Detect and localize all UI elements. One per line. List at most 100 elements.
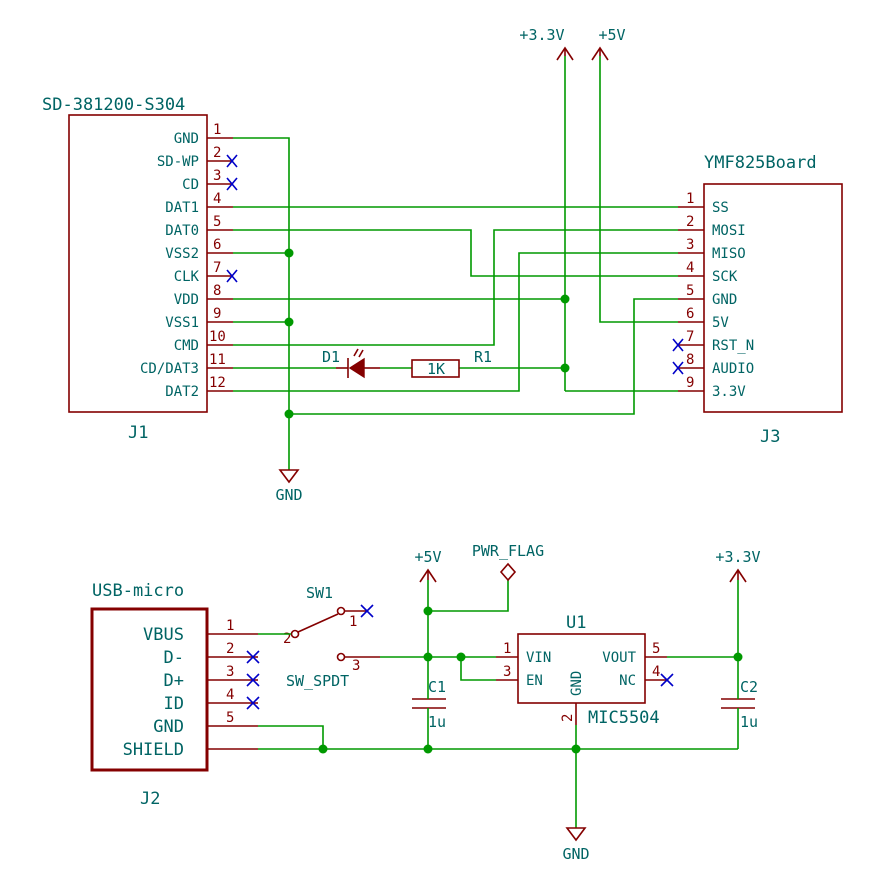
pwr-5v-top-label: +5V — [598, 26, 625, 44]
pwr-flag: PWR_FLAG — [472, 542, 544, 582]
j1-pin-name: DAT2 — [165, 384, 199, 400]
j2-pin-number: 2 — [226, 641, 234, 657]
j3-pin-number: 5 — [686, 283, 694, 299]
j1-pin-number: 12 — [209, 375, 226, 391]
component-sw1[interactable]: 2 1 3 SW1 SW_SPDT — [283, 584, 380, 690]
gnd-symbol-top: GND — [275, 469, 303, 504]
u1-pins — [496, 656, 667, 725]
j2-pin-name: VBUS — [143, 625, 184, 645]
u1-pin-name: EN — [526, 673, 543, 689]
j1-pin-name: GND — [174, 131, 199, 147]
sw1-value: SW_SPDT — [286, 672, 349, 690]
j1-pin-number: 1 — [213, 122, 221, 138]
power-3v3-bottom: +3.3V — [715, 548, 761, 583]
j1-pin-number: 6 — [213, 237, 221, 253]
j3-pin-name: AUDIO — [712, 361, 754, 377]
u1-pin-number: 1 — [503, 641, 511, 657]
sw1-ref: SW1 — [306, 584, 333, 602]
no-connect-icon — [660, 673, 674, 687]
u1-pin-number: 3 — [503, 664, 511, 680]
r1-value: 1K — [427, 360, 445, 378]
gnd-top-label: GND — [275, 486, 302, 504]
component-c2[interactable]: C2 1u — [721, 678, 758, 731]
component-j1[interactable]: SD-381200-S304 J1 GND SD-WP CD DAT1 DAT0… — [42, 95, 238, 443]
u1-pin-number: 5 — [652, 641, 660, 657]
j2-pin-name: D+ — [164, 671, 184, 691]
j1-pin-number: 9 — [213, 306, 221, 322]
led-icon — [348, 357, 365, 379]
j1-pin-name: CD — [182, 177, 199, 193]
j3-pin-number: 1 — [686, 191, 694, 207]
sw1-lever — [297, 613, 339, 633]
pwr-5v-bottom-label: +5V — [414, 548, 441, 566]
wires-top — [233, 56, 678, 470]
j3-body — [703, 183, 843, 413]
u1-pin-name: NC — [619, 673, 636, 689]
wires-bottom — [258, 580, 739, 828]
u1-value: MIC5504 — [588, 708, 660, 728]
u1-pin-number: 4 — [652, 664, 660, 680]
component-u1[interactable]: U1 MIC5504 VIN EN VOUT NC GND 1 3 5 4 2 — [496, 613, 674, 728]
d1-ref: D1 — [322, 348, 340, 366]
component-j3[interactable]: YMF825Board J3 SS MOSI MISO SCK GND 5V R… — [672, 153, 843, 447]
j3-pin-number: 2 — [686, 214, 694, 230]
j2-pin-number: 1 — [226, 618, 234, 634]
j1-pin-number: 8 — [213, 283, 221, 299]
c2-ref: C2 — [740, 678, 758, 696]
component-j2[interactable]: USB-micro J2 VBUS D- D+ ID GND SHIELD 1 … — [90, 581, 260, 809]
j3-pin-number: 7 — [686, 329, 694, 345]
gnd-symbol-bottom: GND — [562, 827, 590, 863]
j1-pin-number: 11 — [209, 352, 226, 368]
j1-pin-name: DAT0 — [165, 223, 199, 239]
j3-pin-number: 3 — [686, 237, 694, 253]
sw1-pin-number: 3 — [352, 658, 360, 674]
pwr-flag-label: PWR_FLAG — [472, 542, 544, 560]
no-connect-icon — [226, 154, 238, 283]
sw1-contact — [336, 606, 346, 616]
j1-value: SD-381200-S304 — [42, 95, 185, 115]
j2-value: USB-micro — [92, 581, 184, 601]
component-c1[interactable]: C1 1u — [412, 678, 446, 731]
power-5v-top: +5V — [591, 26, 626, 61]
c1-ref: C1 — [428, 678, 446, 696]
j2-pin-number: 5 — [226, 710, 234, 726]
j1-pin-name: CLK — [174, 269, 200, 285]
j1-pin-number: 10 — [209, 329, 226, 345]
j3-pin-number: 6 — [686, 306, 694, 322]
no-connect-icon — [360, 604, 374, 618]
no-connect-icon — [246, 650, 260, 710]
j3-pin-name: SS — [712, 200, 729, 216]
j1-ref: J1 — [128, 423, 148, 443]
power-3v3-top: +3.3V — [519, 26, 574, 61]
c2-value: 1u — [740, 713, 758, 731]
component-r1[interactable]: 1K R1 — [411, 348, 492, 378]
pwr-3v3-bottom-label: +3.3V — [715, 548, 760, 566]
gnd-bottom-label: GND — [562, 845, 589, 863]
j3-pin-number: 8 — [686, 352, 694, 368]
j1-pin-number: 3 — [213, 168, 221, 184]
no-connect-icon — [672, 338, 684, 375]
j1-pin-number: 7 — [213, 260, 221, 276]
sw1-pin-number: 2 — [283, 631, 291, 647]
pwr-3v3-top-label: +3.3V — [519, 26, 564, 44]
j3-pin-name: RST_N — [712, 338, 754, 354]
j3-pin-number: 9 — [686, 375, 694, 391]
sw1-pin-number: 1 — [349, 614, 357, 630]
j1-pins — [207, 137, 233, 392]
j3-pin-name: 5V — [712, 315, 729, 331]
j1-pin-name: SD-WP — [157, 154, 199, 170]
sw1-contact — [336, 652, 346, 662]
j1-pin-number: 4 — [213, 191, 221, 207]
u1-pin-name: GND — [569, 671, 585, 696]
component-d1[interactable]: D1 — [322, 348, 380, 379]
j3-pin-name: MOSI — [712, 223, 746, 239]
junctions-top — [284, 248, 570, 419]
j2-pin-number: 3 — [226, 664, 234, 680]
j1-pin-name: VDD — [174, 292, 199, 308]
j3-ref: J3 — [760, 427, 780, 447]
j2-body — [90, 607, 209, 772]
j1-pin-name: CMD — [174, 338, 199, 354]
j3-pin-number: 4 — [686, 260, 694, 276]
j2-pin-name: D- — [164, 648, 184, 668]
